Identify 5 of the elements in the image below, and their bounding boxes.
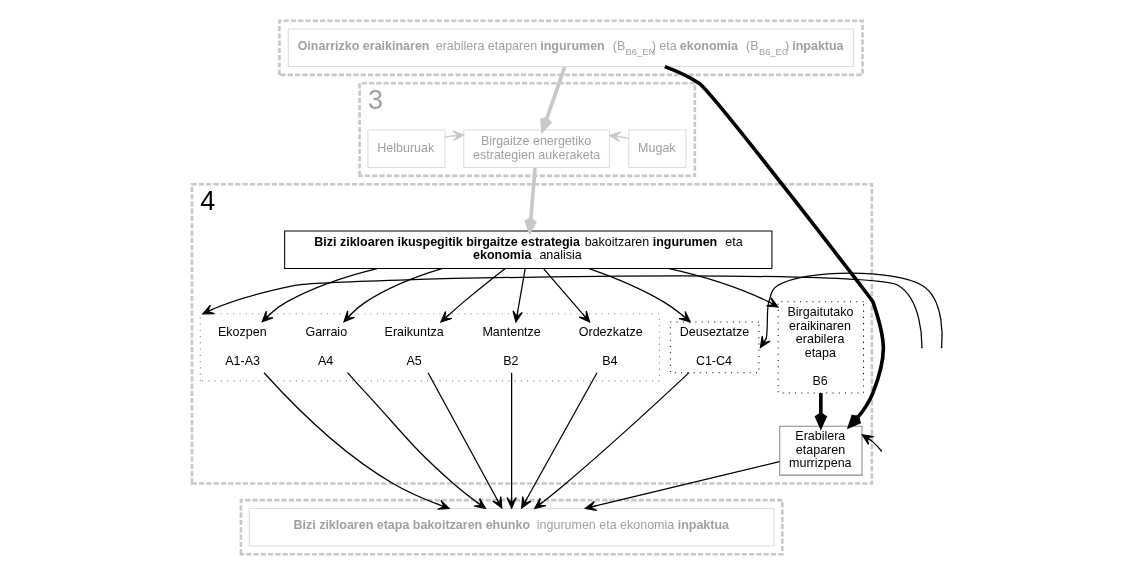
node-text: Mantentze B2	[482, 325, 541, 368]
node-text: Ekozpen A1-A3	[218, 325, 267, 368]
node-text: Eraikuntza A5	[384, 325, 444, 368]
node-text: Garraio A4	[305, 325, 348, 368]
node-text: Ordezkatze B4	[578, 325, 643, 368]
